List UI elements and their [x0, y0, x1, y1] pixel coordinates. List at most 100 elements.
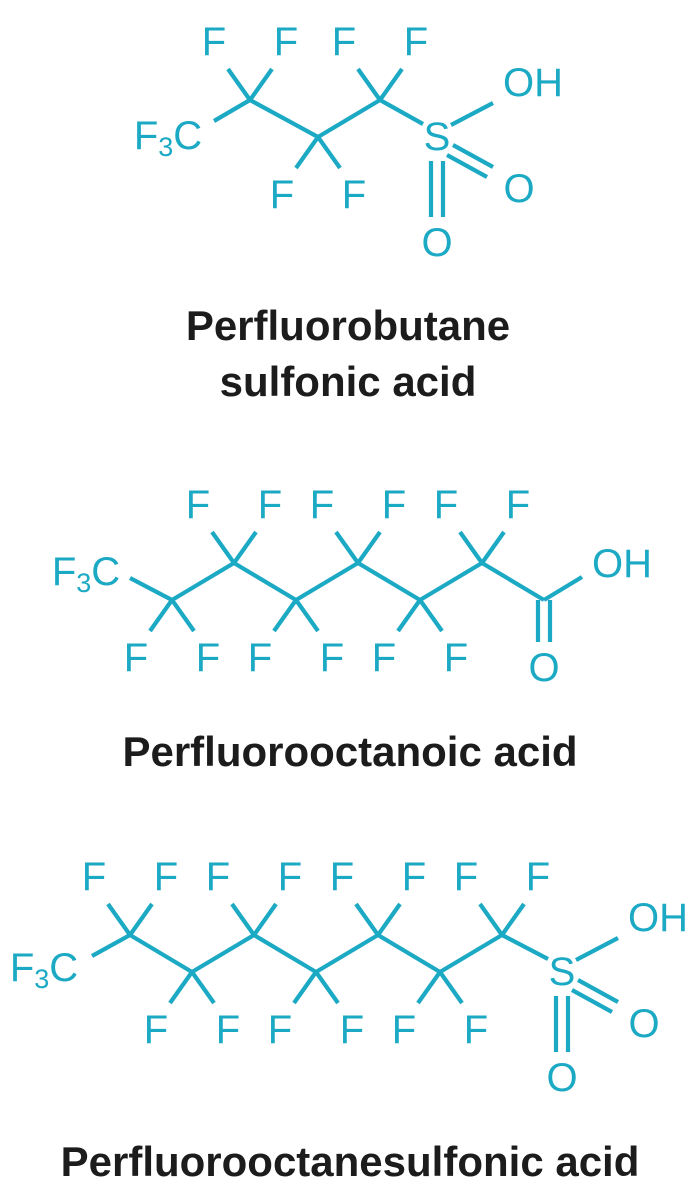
s-o-double-bond [445, 153, 489, 179]
c-f-bond [170, 598, 196, 633]
fluorine-label: F [144, 1008, 168, 1052]
sulfur-label: S [549, 950, 576, 994]
fluorine-label: F [196, 636, 220, 680]
fluorine-label: F [268, 1008, 292, 1052]
fluorine-label: F [274, 20, 298, 64]
c-f-bond [294, 135, 320, 170]
molecule-name: Perfluorooctanesulfonic acid [61, 1138, 640, 1185]
bond-lines [90, 902, 620, 1052]
c-s-bond [378, 98, 425, 126]
c-f-bond [356, 67, 382, 102]
c-f-bond [334, 530, 360, 565]
bond-line [248, 98, 320, 139]
fluorine-label: F [342, 173, 366, 217]
oxygen-label: O [628, 1002, 659, 1046]
fluorine-label: F [202, 20, 226, 64]
c-f-bond [148, 598, 174, 633]
fluorine-label: F [444, 636, 468, 680]
bond-line [356, 561, 422, 602]
molecule-name-line-2: sulfonic acid [220, 358, 477, 405]
bond-line [418, 561, 484, 602]
bond-line [190, 933, 256, 974]
fluorine-label: F [454, 855, 478, 899]
c-f-bond [418, 598, 444, 633]
c-f-bond [480, 530, 506, 565]
c-s-bond [501, 933, 549, 961]
s-o-double-bond [451, 143, 495, 169]
fluorine-label: F [372, 636, 396, 680]
oxygen-label: O [503, 167, 534, 211]
bond-line [232, 561, 298, 602]
cf3-group-label: F3C [52, 550, 120, 598]
fluorine-label: F [392, 1008, 416, 1052]
c-f-bond [378, 67, 404, 102]
cf3-group-label: F3C [10, 946, 78, 994]
fluorine-label: F [434, 483, 458, 527]
fluorine-label: F [206, 855, 230, 899]
oxygen-label: O [546, 1056, 577, 1100]
c-f-bond [272, 598, 298, 633]
bond-lines [129, 530, 584, 642]
fluorine-label: F [526, 855, 550, 899]
bond-lines [212, 67, 495, 217]
fluorine-label: F [278, 855, 302, 899]
c-f-bond [376, 902, 402, 937]
bond-line [294, 561, 360, 602]
c-f-bond [190, 970, 216, 1005]
c-f-bond [252, 902, 278, 937]
c-f-bond [500, 902, 526, 937]
bond-line [480, 561, 546, 602]
molecule-name-line-1: Perfluorobutane [186, 302, 510, 349]
c-oh-bond [542, 575, 584, 602]
c-f-bond [226, 67, 252, 102]
fluorine-label: F [154, 855, 178, 899]
fluorine-label: F [248, 636, 272, 680]
c-f-bond [292, 970, 318, 1005]
oxygen-label: O [421, 221, 452, 265]
c-f-bond [396, 598, 422, 633]
bond-line [252, 933, 318, 974]
fluorine-label: F [216, 1008, 240, 1052]
sulfur-label: S [424, 115, 451, 159]
bond-line [90, 933, 132, 958]
c-f-bond [294, 598, 320, 633]
c-f-bond [230, 902, 256, 937]
fluorine-label: F [124, 636, 148, 680]
oxygen-label: O [528, 646, 559, 690]
fluorine-label: F [310, 483, 334, 527]
c-f-bond [356, 530, 382, 565]
hydroxyl-label: OH [592, 542, 652, 586]
bond-line [170, 561, 236, 602]
fluorine-label: F [186, 483, 210, 527]
bond-line [438, 933, 504, 974]
fluorine-label: F [270, 173, 294, 217]
fluorine-label: F [340, 1008, 364, 1052]
c-f-bond [458, 530, 484, 565]
hydroxyl-label: OH [503, 61, 563, 105]
c-f-bond [438, 970, 464, 1005]
s-oh-bond [450, 101, 494, 127]
fluorine-label: F [320, 636, 344, 680]
cf3-group-label: F3C [134, 114, 202, 162]
fluorine-label: F [258, 483, 282, 527]
c-f-bond [314, 970, 340, 1005]
c-f-bond [354, 902, 380, 937]
fluorine-label: F [332, 20, 356, 64]
fluorine-label: F [82, 855, 106, 899]
c-f-bond [168, 970, 194, 1005]
c-f-bond [210, 530, 236, 565]
fluorine-label: F [382, 483, 406, 527]
bond-line [314, 933, 380, 974]
bond-line [376, 933, 442, 974]
fluorine-label: F [404, 20, 428, 64]
c-f-bond [248, 67, 274, 102]
s-o-double-bond [570, 988, 614, 1014]
fluorine-label: F [402, 855, 426, 899]
bond-line [129, 576, 173, 602]
bond-line [212, 98, 252, 123]
bond-line [128, 933, 194, 974]
fluorine-label: F [464, 1008, 488, 1052]
